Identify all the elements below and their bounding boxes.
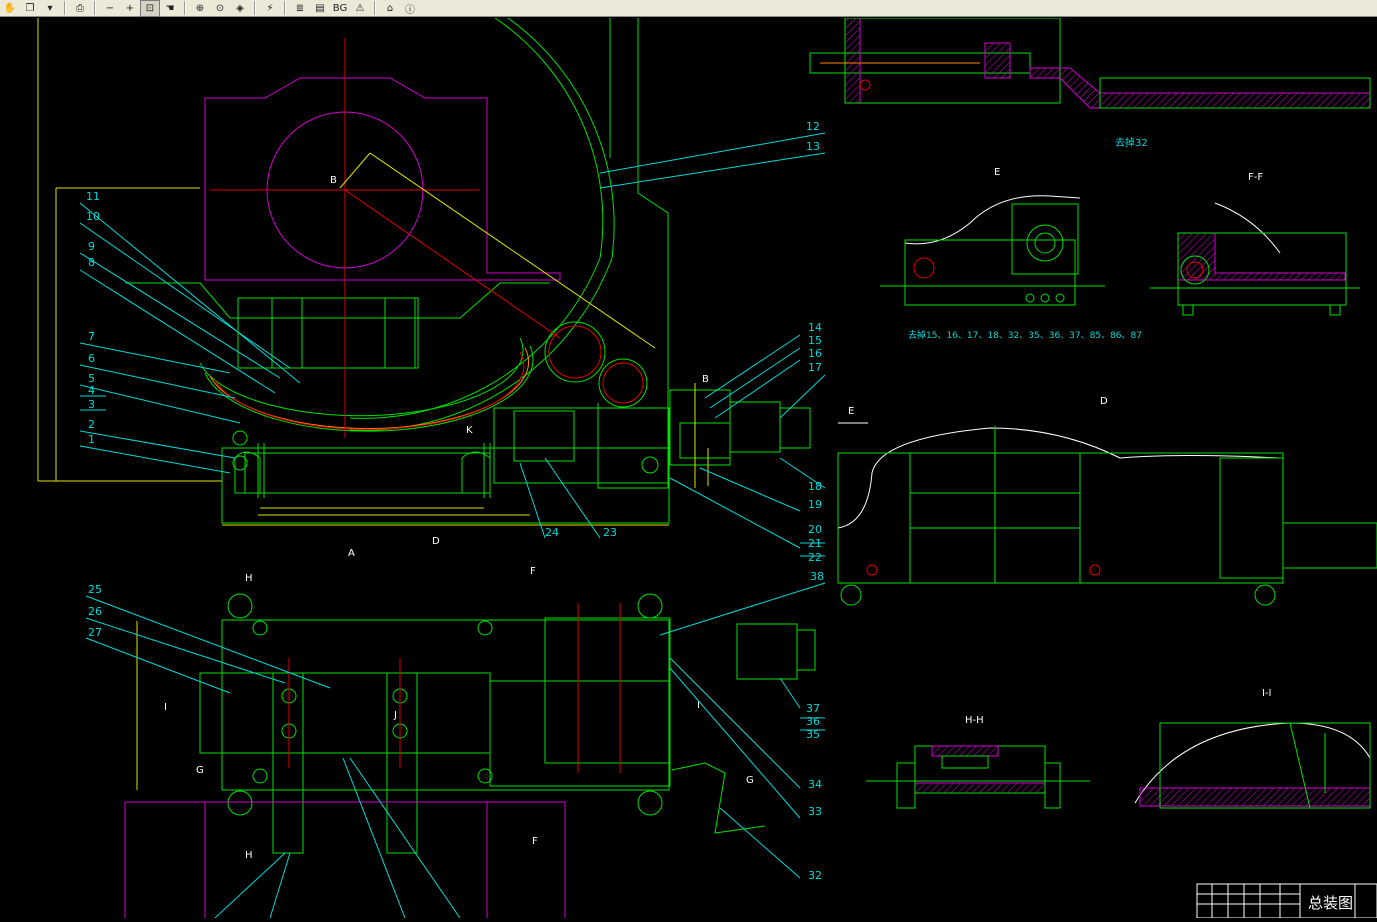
part-number: 8 xyxy=(88,256,95,269)
part-number: 14 xyxy=(808,321,822,334)
view-ff: F-F xyxy=(1150,172,1360,316)
part-number: 33 xyxy=(808,805,822,818)
part-number: 22 xyxy=(808,551,822,564)
zoom-out-icon[interactable]: − xyxy=(105,2,115,14)
toolbar-separator xyxy=(254,1,256,15)
view-ff-title: F-F xyxy=(1248,172,1263,183)
zoom-window-icon[interactable]: ⊡ xyxy=(140,0,160,17)
part-number: 19 xyxy=(808,498,822,511)
view-e: E 去掉15、16、17、18、32、35、36、37、85、86、87 xyxy=(880,167,1142,341)
section-f-top: F xyxy=(530,566,536,577)
part-number: 9 xyxy=(88,240,95,253)
layers-icon[interactable]: ≣ xyxy=(295,2,305,14)
redraw-icon[interactable]: ⚡ xyxy=(266,2,274,14)
part-number: 37 xyxy=(806,702,820,715)
info-icon[interactable]: ⓘ xyxy=(405,4,415,16)
alert-icon[interactable]: ⚠ xyxy=(355,2,365,14)
toolbar-separator xyxy=(374,1,376,15)
toolbar-separator xyxy=(184,1,186,15)
section-f-bottom: F xyxy=(532,836,538,847)
part-number: 34 xyxy=(808,778,822,791)
leaders-plan xyxy=(85,582,826,919)
aerial-view-icon[interactable]: ◈ xyxy=(236,2,244,14)
bg-toggle-button[interactable]: BG xyxy=(332,2,348,14)
part-number: 36 xyxy=(806,715,820,728)
part-number: 2 xyxy=(88,418,95,431)
part-number: 18 xyxy=(808,480,822,493)
view-d-title: D xyxy=(1100,396,1108,407)
part-numbers-plan: 25 26 27 38 37 36 35 34 33 32 xyxy=(88,570,824,882)
part-number: 26 xyxy=(88,605,102,618)
part-number: 7 xyxy=(88,330,95,343)
toolbar-separator xyxy=(64,1,66,15)
zoom-in-icon[interactable]: + xyxy=(125,2,135,14)
part-number: 27 xyxy=(88,626,102,639)
part-number: 11 xyxy=(86,190,100,203)
part-number: 20 xyxy=(808,523,822,536)
pan-tool-icon[interactable]: ✋ xyxy=(3,2,17,14)
zoom-hand-icon[interactable]: ☚ xyxy=(165,2,175,14)
label-k: K xyxy=(466,425,473,436)
home-icon[interactable]: ⌂ xyxy=(386,2,394,14)
part-number: 17 xyxy=(808,361,822,374)
part-numbers-right-top: 12 13 14 15 16 17 18 19 20 21 22 24 23 xyxy=(545,120,822,564)
section-h-bottom: H xyxy=(245,850,253,861)
view-e-title: E xyxy=(994,167,1000,178)
part-number: 35 xyxy=(806,728,820,741)
zoom-realtime-icon[interactable]: ⊙ xyxy=(215,2,225,14)
part-number: 32 xyxy=(808,869,822,882)
zoom-previous-icon[interactable]: ⊕ xyxy=(195,2,205,14)
section-g-right: G xyxy=(746,775,754,786)
part-number: 24 xyxy=(545,526,559,539)
plan-view: H H F F G G I I J xyxy=(124,566,816,918)
part-number: 23 xyxy=(603,526,617,539)
label-b: B xyxy=(330,175,337,186)
part-number: 10 xyxy=(86,210,100,223)
view-ii: I-I xyxy=(1134,688,1371,809)
section-g-left: G xyxy=(196,765,204,776)
properties-icon[interactable]: ▤ xyxy=(315,2,325,14)
copy-icon[interactable]: ❐ xyxy=(25,2,35,14)
part-number: 16 xyxy=(808,347,822,360)
part-number: 5 xyxy=(88,372,95,385)
part-number: 13 xyxy=(806,140,820,153)
cad-drawing: B K A D B E 11 10 9 8 7 6 5 4 3 2 1 xyxy=(37,17,1377,919)
part-number: 12 xyxy=(806,120,820,133)
leaders-left xyxy=(79,202,301,474)
toolbar-separator xyxy=(94,1,96,15)
part-number: 25 xyxy=(88,583,102,596)
section-i-right: I xyxy=(697,700,700,711)
view-d: D xyxy=(837,396,1377,606)
part-number: 38 xyxy=(810,570,824,583)
title-block: 总装图 xyxy=(1196,883,1377,919)
view-hh-title: H-H xyxy=(965,715,984,726)
front-view: B K A D B E xyxy=(37,17,868,559)
part-number: 4 xyxy=(88,384,95,397)
section-j: J xyxy=(393,710,397,721)
view-e-arrow-label: E xyxy=(848,406,854,417)
part-number: 21 xyxy=(808,537,822,550)
view-hh: H-H xyxy=(866,715,1090,809)
toolbar: ✋ ❐ ▾ ⎙ −+ ⊡ ☚ ⊕ ⊙ ◈ ⚡ ≣ ▤ BG ⚠ ⌂ ⓘ xyxy=(0,0,1377,17)
drawing-canvas[interactable]: B K A D B E 11 10 9 8 7 6 5 4 3 2 1 xyxy=(0,17,1377,919)
part-number: 15 xyxy=(808,334,822,347)
section-i-left: I xyxy=(164,702,167,713)
view-ii-title: I-I xyxy=(1262,688,1272,699)
part-number: 3 xyxy=(88,398,95,411)
part-number: 6 xyxy=(88,352,95,365)
section-d-label: D xyxy=(432,536,440,547)
leaders-right xyxy=(519,132,826,557)
print-icon[interactable]: ⎙ xyxy=(76,2,84,14)
toolbar-separator xyxy=(284,1,286,15)
section-h-top: H xyxy=(245,573,253,584)
note-remove-32: 去掉32 xyxy=(1115,136,1148,149)
top-right-section: 去掉32 xyxy=(809,17,1371,149)
part-number: 1 xyxy=(88,433,95,446)
title-block-title: 总装图 xyxy=(1308,894,1353,912)
section-b-label: B xyxy=(702,374,709,385)
dropdown-arrow-icon[interactable]: ▾ xyxy=(47,2,53,14)
section-a-label: A xyxy=(348,548,355,559)
part-numbers-left: 11 10 9 8 7 6 5 4 3 2 1 xyxy=(86,190,100,446)
note-remove-e: 去掉15、16、17、18、32、35、36、37、85、86、87 xyxy=(908,329,1142,341)
